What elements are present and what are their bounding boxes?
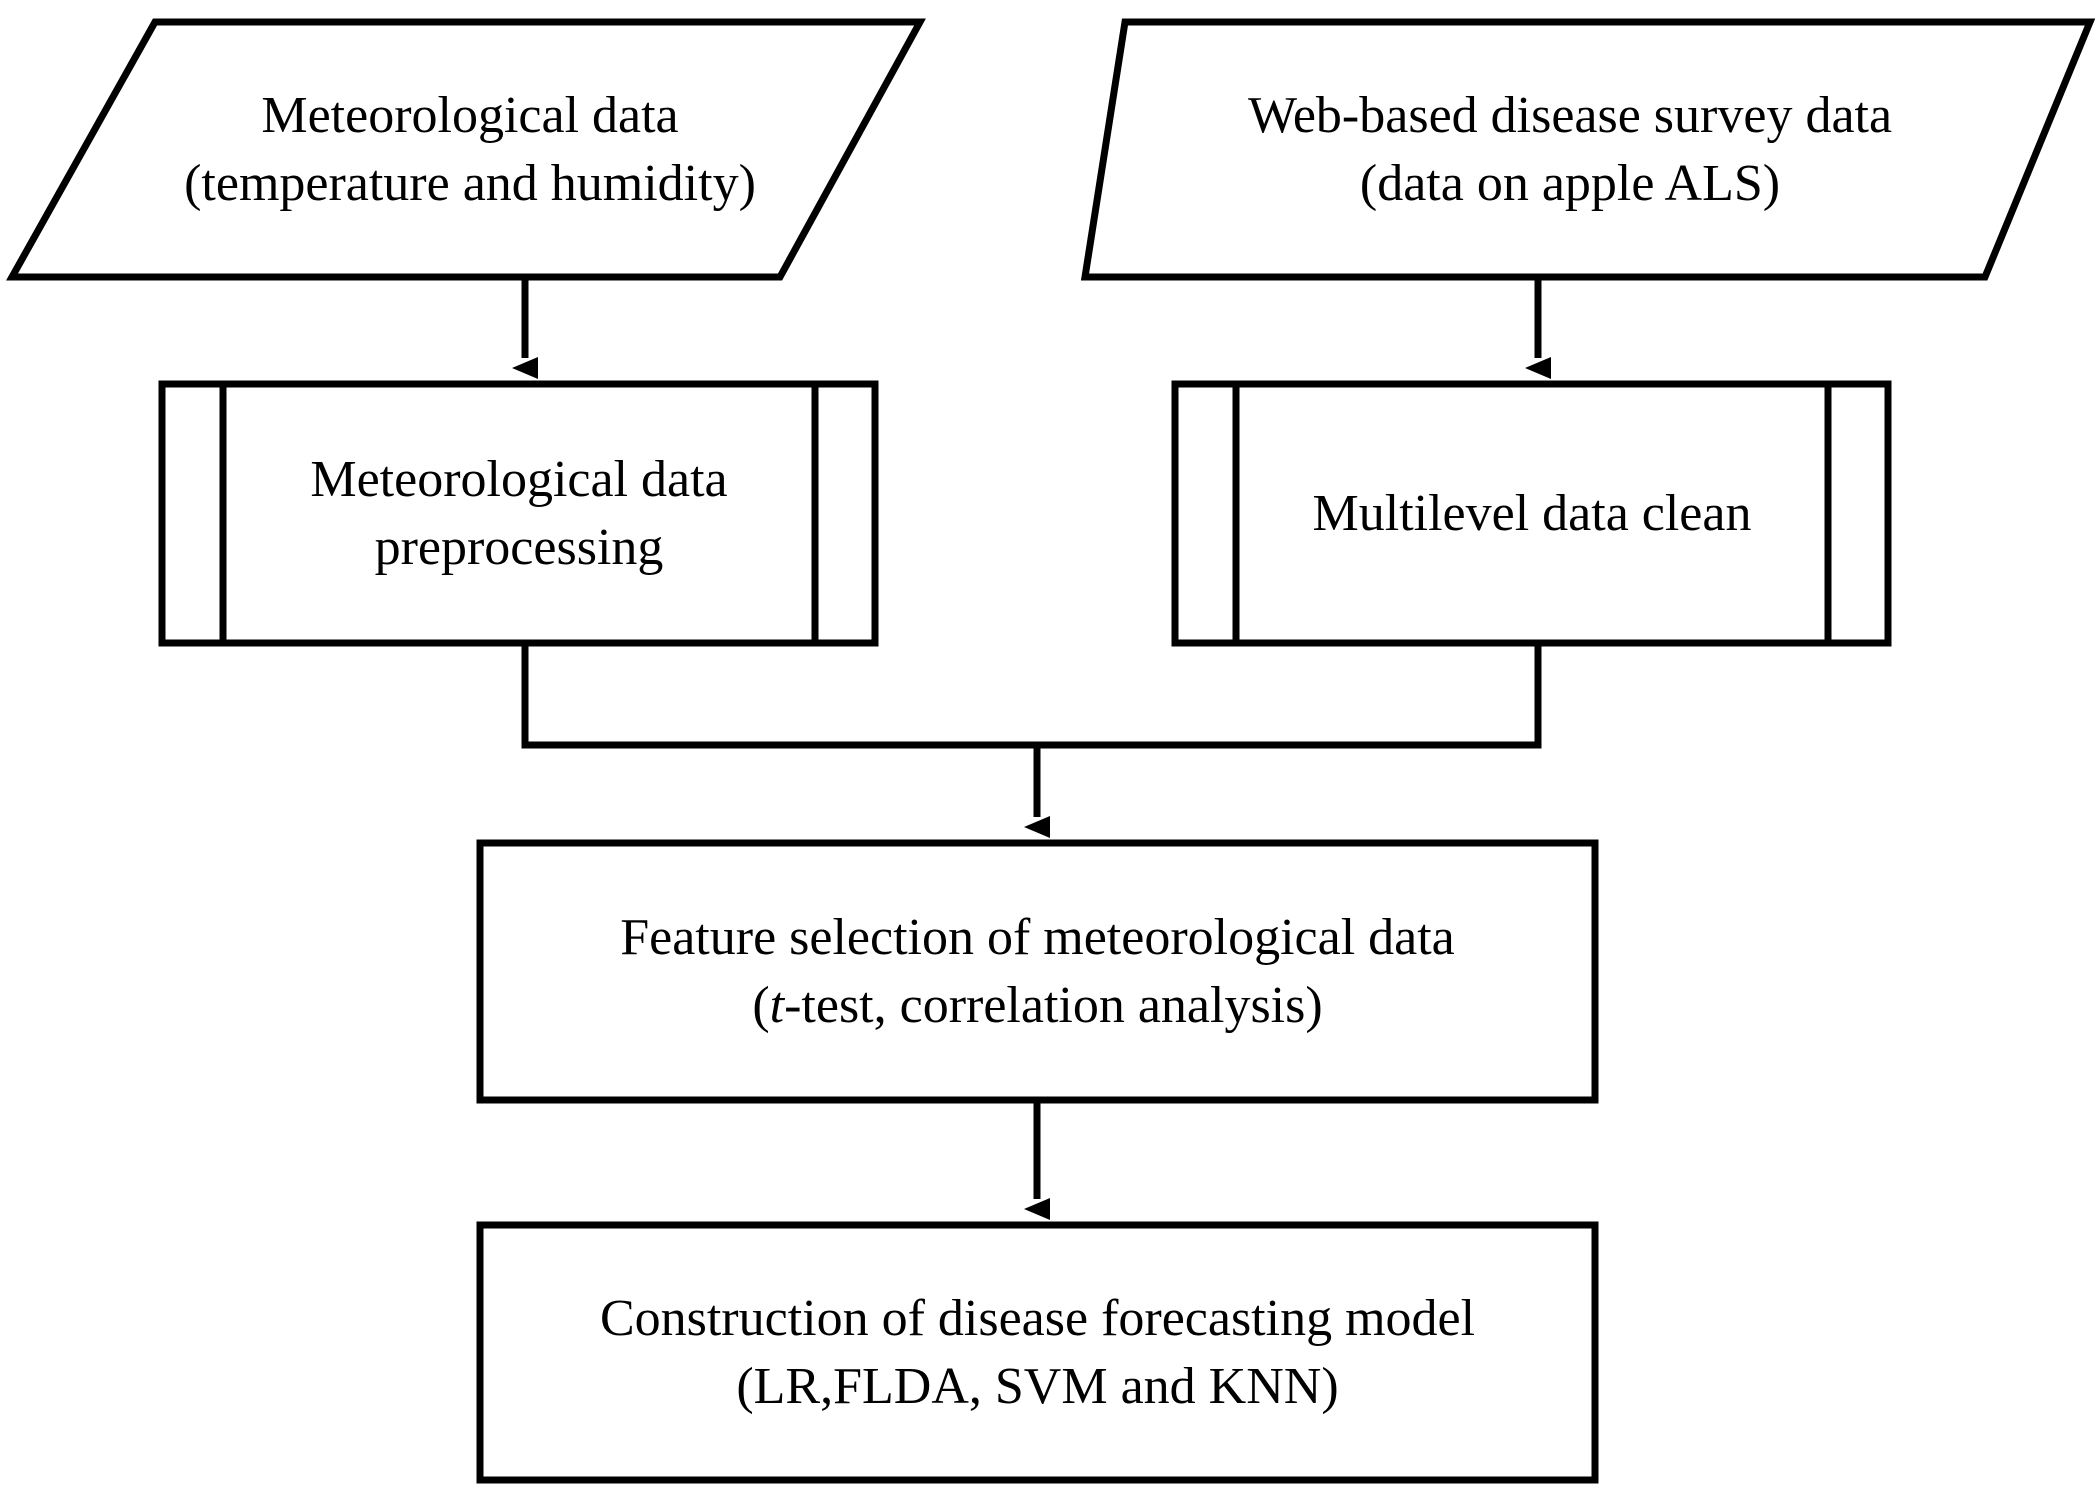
- shape-process-multilevel-data-clean[interactable]: [1171, 380, 1892, 647]
- shape-source-meteorological-data[interactable]: [6, 18, 926, 281]
- connector-clean-to-merge: [1037, 643, 1542, 749]
- shape-process-model-construction[interactable]: [476, 1221, 1599, 1484]
- shape-process-feature-selection[interactable]: [476, 839, 1599, 1104]
- connector-preprocessing-to-merge: [521, 643, 1037, 749]
- shape-source-web-survey-data[interactable]: [1080, 18, 2096, 281]
- shape-process-meteorological-preprocessing[interactable]: [158, 380, 879, 647]
